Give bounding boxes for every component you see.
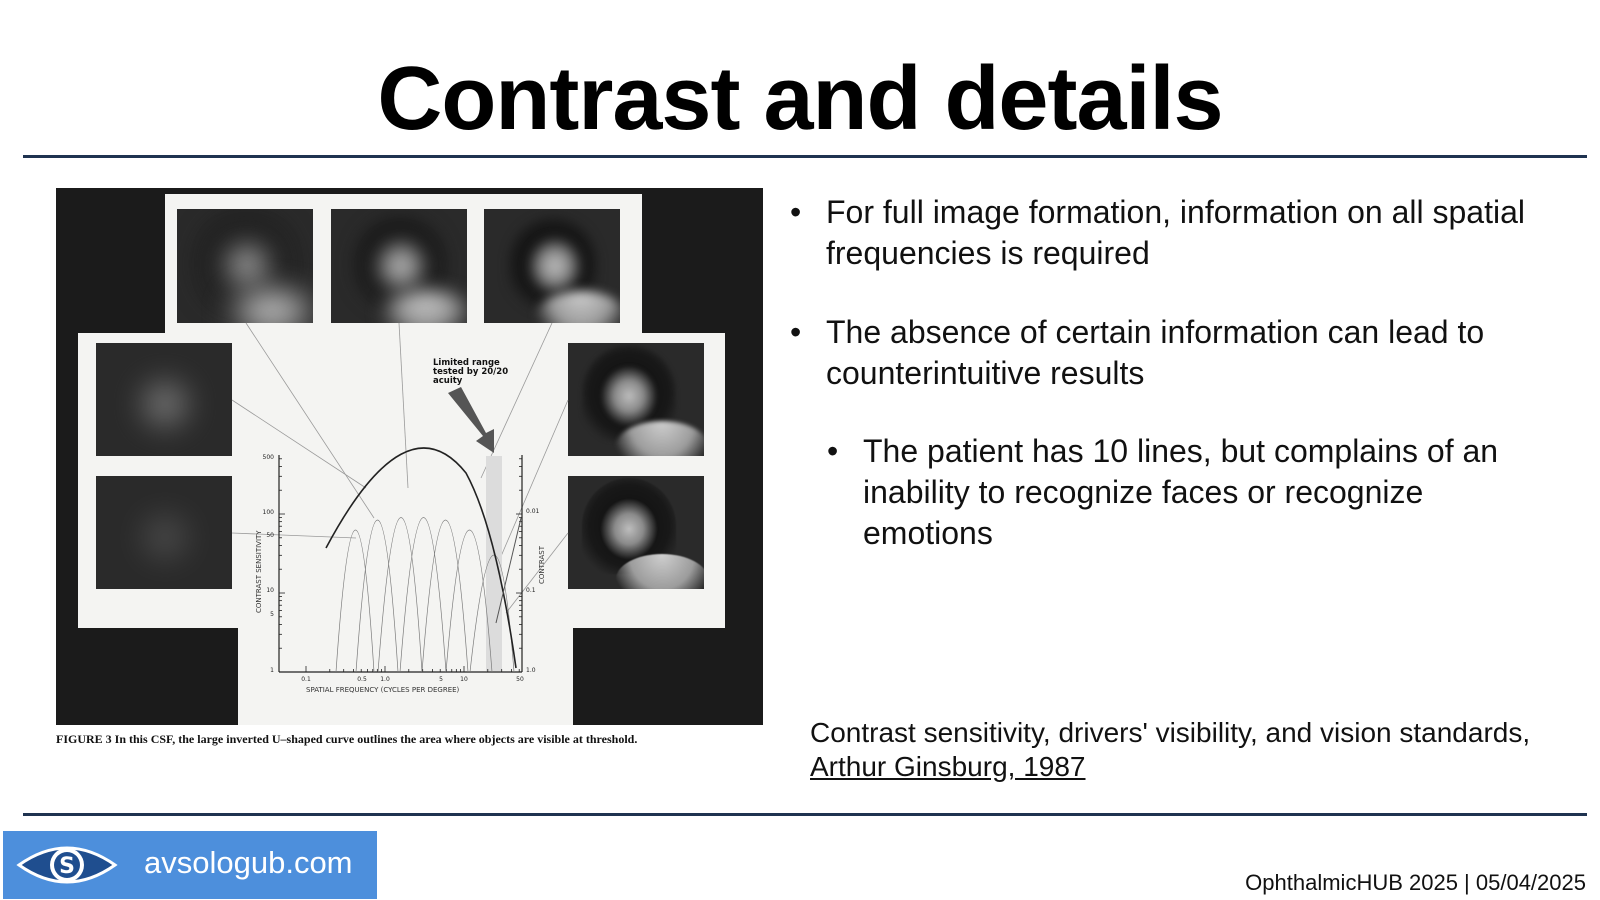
- x-tick-label: 0.1: [301, 676, 311, 683]
- y-right-tick-label: 0.1: [526, 587, 536, 594]
- event-footer: OphthalmicHUB 2025 | 05/04/2025: [1245, 870, 1586, 895]
- tick-marks: [279, 458, 522, 673]
- annotation-line-2: tested by 20/20: [433, 367, 508, 377]
- eye-logo-icon: S: [16, 846, 118, 884]
- figure-frame-lower: [238, 608, 573, 725]
- connector-line: [505, 532, 569, 614]
- annotation-arrow-icon: [448, 387, 494, 453]
- title-divider: [23, 155, 1587, 158]
- x-tick-label: 1.0: [380, 676, 390, 683]
- y-left-tick-label: 50: [266, 532, 274, 539]
- bullet-text: For full image formation, information on…: [826, 194, 1525, 271]
- channel-curve: [335, 529, 375, 673]
- y-left-tick-label: 500: [263, 454, 275, 461]
- y-axis-left-label: CONTRAST SENSITIVITY: [255, 530, 263, 613]
- citation: Contrast sensitivity, drivers' visibilit…: [810, 716, 1590, 784]
- svg-text:S: S: [59, 854, 75, 879]
- bullet-dot: •: [827, 433, 839, 469]
- footer-divider: [23, 813, 1587, 816]
- y-left-tick-label: 10: [266, 587, 274, 594]
- bullet-text: The absence of certain information can l…: [826, 314, 1485, 391]
- connector-line: [495, 399, 569, 569]
- citation-author-link[interactable]: Arthur Ginsburg, 1987: [810, 751, 1086, 782]
- acuity-range-band: [486, 456, 502, 671]
- x-axis-label: SPATIAL FREQUENCY (CYCLES PER DEGREE): [306, 686, 460, 694]
- face-photo-left-1: [96, 343, 232, 456]
- csf-envelope-curve: [325, 447, 517, 669]
- y-left-tick-label: 100: [263, 509, 275, 516]
- y-right-tick-label: 0.01: [526, 508, 540, 515]
- y-left-tick-label: 1: [270, 667, 274, 674]
- sub-bullet-text: The patient has 10 lines, but complains …: [863, 433, 1499, 551]
- bullet-item: • For full image formation, information …: [790, 192, 1560, 274]
- channel-curve: [421, 519, 469, 673]
- contrast-line: [495, 517, 522, 624]
- x-tick-label: 5: [439, 676, 443, 683]
- figure-caption: FIGURE 3 In this CSF, the large inverted…: [56, 732, 638, 746]
- face-photo-right-1: [568, 343, 704, 456]
- face-photo-top-3: [484, 209, 620, 323]
- channel-curve: [445, 529, 493, 673]
- bullet-list: • For full image formation, information …: [790, 192, 1560, 554]
- channel-curve: [469, 554, 515, 673]
- annotation-line-1: Limited range: [433, 358, 500, 368]
- channel-curve: [377, 517, 423, 673]
- bullet-dot: •: [790, 314, 802, 350]
- sub-bullet-item: • The patient has 10 lines, but complain…: [827, 431, 1560, 554]
- face-photo-top-1: [177, 209, 313, 323]
- csf-chart: Limited range tested by 20/20 acuity CON…: [231, 322, 569, 694]
- x-tick-label: 0.5: [357, 676, 367, 683]
- y-axis-right-label: CONTRAST: [538, 545, 546, 584]
- connector-line: [231, 532, 357, 539]
- x-tick-label: 50: [516, 676, 524, 683]
- connector-line: [480, 322, 553, 479]
- slide-title: Contrast and details: [377, 49, 1223, 149]
- channel-curve: [399, 517, 447, 673]
- face-photo-right-2: [568, 476, 704, 589]
- bullet-dot: •: [790, 194, 802, 230]
- y-right-tick-label: 1.0: [526, 667, 536, 674]
- connector-line: [231, 399, 367, 489]
- face-photo-left-2: [96, 476, 232, 589]
- connector-line: [398, 322, 409, 489]
- brand-banner[interactable]: S avsologub.com: [3, 831, 377, 899]
- bullet-item: • The absence of certain information can…: [790, 312, 1560, 394]
- brand-website[interactable]: avsologub.com: [144, 845, 353, 880]
- connector-lines: [231, 322, 569, 614]
- y-left-tick-label: 5: [270, 611, 274, 618]
- x-tick-label: 10: [460, 676, 468, 683]
- face-photo-top-2: [331, 209, 467, 323]
- annotation-line-3: acuity: [433, 376, 463, 386]
- channel-curve: [355, 519, 399, 673]
- citation-text: Contrast sensitivity, drivers' visibilit…: [810, 717, 1531, 748]
- connector-line: [245, 322, 375, 519]
- csf-figure: Limited range tested by 20/20 acuity CON…: [56, 188, 763, 725]
